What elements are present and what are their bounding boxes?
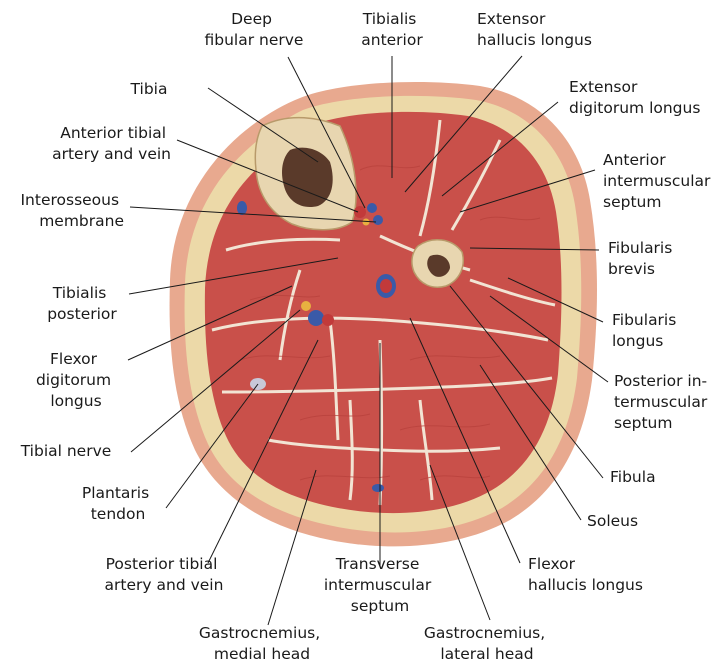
label-fibula: Fibula (610, 468, 656, 486)
label-anterior-intermuscular-septum: Anterior intermuscular septum (603, 151, 715, 211)
fibula-bone (412, 240, 463, 287)
label-soleus: Soleus (587, 512, 638, 530)
label-transverse-intermuscular-septum: Transverse intermuscular septum (324, 555, 436, 615)
label-flexor-digitorum-longus: Flexor digitorum longus (36, 350, 116, 410)
small-saphenous-vessel (372, 484, 384, 492)
label-fibularis-longus: Fibularis longus (612, 311, 681, 350)
label-gastrocnemius-medial-head: Gastrocnemius, medial head (199, 624, 325, 663)
label-gastrocnemius-lateral-head: Gastrocnemius, lateral head (424, 624, 550, 663)
saphenous-vessel (237, 201, 247, 215)
label-flexor-hallucis-longus: Flexor hallucis longus (528, 555, 643, 594)
label-extensor-hallucis-longus: Extensor hallucis longus (477, 10, 592, 49)
fibular-vessels (376, 274, 396, 298)
label-posterior-intermuscular-septum: Posterior in- termuscular septum (614, 372, 712, 432)
label-deep-fibular-nerve: Deep fibular nerve (205, 10, 304, 49)
label-anterior-tibial-artery-vein: Anterior tibial artery and vein (52, 124, 171, 163)
label-tibialis-anterior: Tibialis anterior (361, 10, 423, 49)
label-tibialis-posterior: Tibialis posterior (47, 284, 117, 323)
label-extensor-digitorum-longus: Extensor digitorum longus (569, 78, 700, 117)
label-interosseous-membrane: Interosseous membrane (20, 191, 124, 230)
label-tibial-nerve: Tibial nerve (20, 442, 112, 460)
label-tibia: Tibia (130, 80, 168, 98)
label-fibularis-brevis: Fibularis brevis (608, 239, 677, 278)
cross-section (170, 82, 597, 546)
label-posterior-tibial-artery-vein: Posterior tibial artery and vein (105, 555, 224, 594)
label-plantaris-tendon: Plantaris tendon (82, 484, 154, 523)
